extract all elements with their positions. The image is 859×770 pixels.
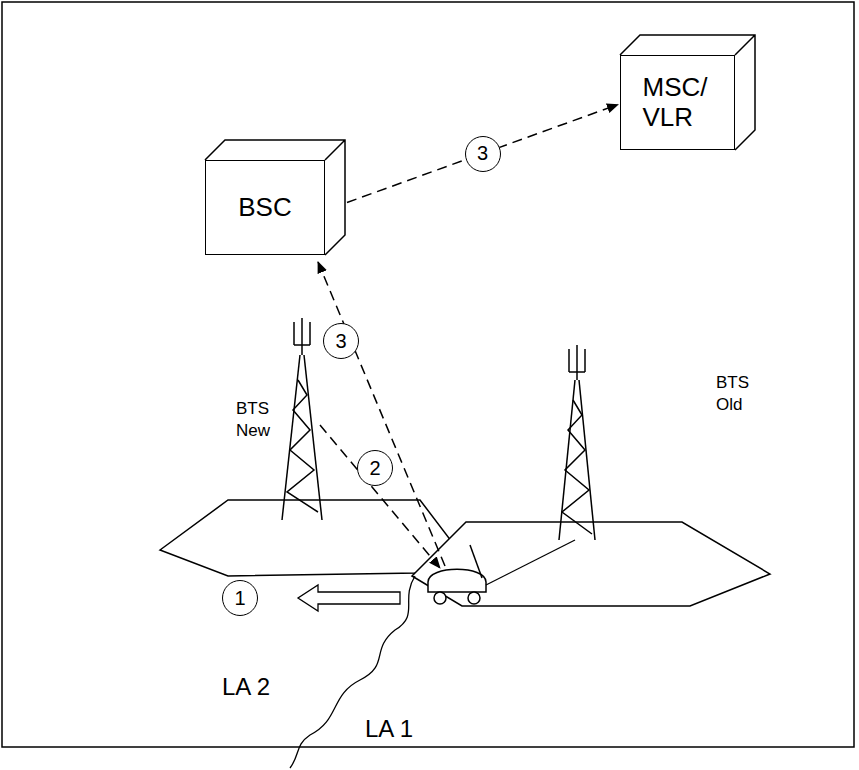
box-text: MSC/ VLR xyxy=(643,73,713,133)
callout-number: 3 xyxy=(465,136,501,172)
signal-arrow xyxy=(320,425,440,568)
box-depth xyxy=(620,35,755,150)
box-text: BSC xyxy=(238,193,291,223)
switch-box: MSC/ VLR xyxy=(620,55,735,150)
controller-box: BSC xyxy=(205,160,325,255)
station-label: BTS New xyxy=(236,398,280,442)
boundary-line xyxy=(290,576,415,768)
frame xyxy=(2,2,854,747)
station-label: BTS Old xyxy=(716,372,760,416)
area-label: LA 2 xyxy=(222,673,270,701)
mobile-station xyxy=(428,545,486,604)
bts-tower xyxy=(559,345,595,540)
box-depth xyxy=(205,140,345,255)
movement-arrow xyxy=(298,585,400,611)
signal-arrow xyxy=(318,262,445,566)
callout-number: 2 xyxy=(357,450,393,486)
connector xyxy=(347,105,618,203)
location-area xyxy=(160,500,455,576)
bts-tower xyxy=(282,318,322,520)
callout-number: 1 xyxy=(222,580,258,616)
radio-link xyxy=(486,540,575,585)
callout-number: 3 xyxy=(323,323,359,359)
location-area xyxy=(412,522,770,606)
area-label: LA 1 xyxy=(365,715,413,743)
